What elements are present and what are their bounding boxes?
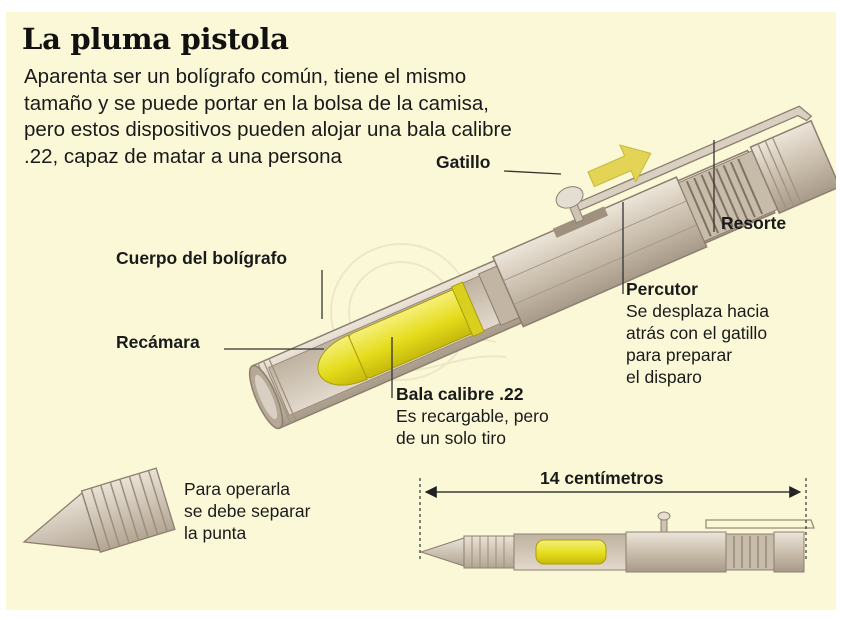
pen-gun-diagram xyxy=(22,105,836,573)
bala-desc-2: de un solo tiro xyxy=(396,428,506,448)
percutor-title: Percutor xyxy=(626,279,698,299)
infographic-canvas: La pluma pistola Aparenta ser un bolígra… xyxy=(6,12,836,610)
percutor-desc-3: para preparar xyxy=(626,345,733,365)
label-resorte: Resorte xyxy=(721,213,787,233)
dimension-marker xyxy=(419,478,807,560)
dimension-label: 14 centímetros xyxy=(536,468,668,489)
direction-arrow xyxy=(587,144,652,188)
bala-title: Bala calibre .22 xyxy=(396,384,524,404)
spring xyxy=(685,158,764,237)
trigger-button xyxy=(555,186,585,224)
intro-text: Aparenta ser un bolígrafo común, tiene e… xyxy=(24,65,512,168)
bala-desc-1: Es recargable, pero xyxy=(396,406,549,426)
percutor-desc-1: Se desplaza hacia xyxy=(626,301,770,321)
page-title: La pluma pistola xyxy=(22,22,289,56)
label-punta: Para operarla se debe separar la punta xyxy=(184,478,310,544)
leader-gatillo xyxy=(503,170,562,175)
pen-scale-view xyxy=(419,511,815,573)
label-percutor: Percutor Se desplaza hacia atrás con el … xyxy=(626,279,769,388)
label-bala: Bala calibre .22 Es recargable, pero de … xyxy=(396,384,549,449)
pen-tip xyxy=(22,467,176,553)
punta-desc-1: Para operarla xyxy=(184,479,291,499)
percutor-desc-2: atrás con el gatillo xyxy=(626,323,768,343)
label-recamara: Recámara xyxy=(116,332,200,352)
punta-desc-2: se debe separar xyxy=(184,501,311,521)
bullet xyxy=(317,281,485,386)
label-cuerpo: Cuerpo del bolígrafo xyxy=(116,248,288,268)
trigger-slot xyxy=(552,206,609,238)
punta-desc-3: la punta xyxy=(184,523,247,543)
pen-cutaway xyxy=(248,105,836,430)
label-gatillo: Gatillo xyxy=(436,152,491,172)
leader-lines xyxy=(224,140,715,398)
percutor-desc-4: el disparo xyxy=(626,367,702,387)
rear-cap xyxy=(749,119,836,215)
